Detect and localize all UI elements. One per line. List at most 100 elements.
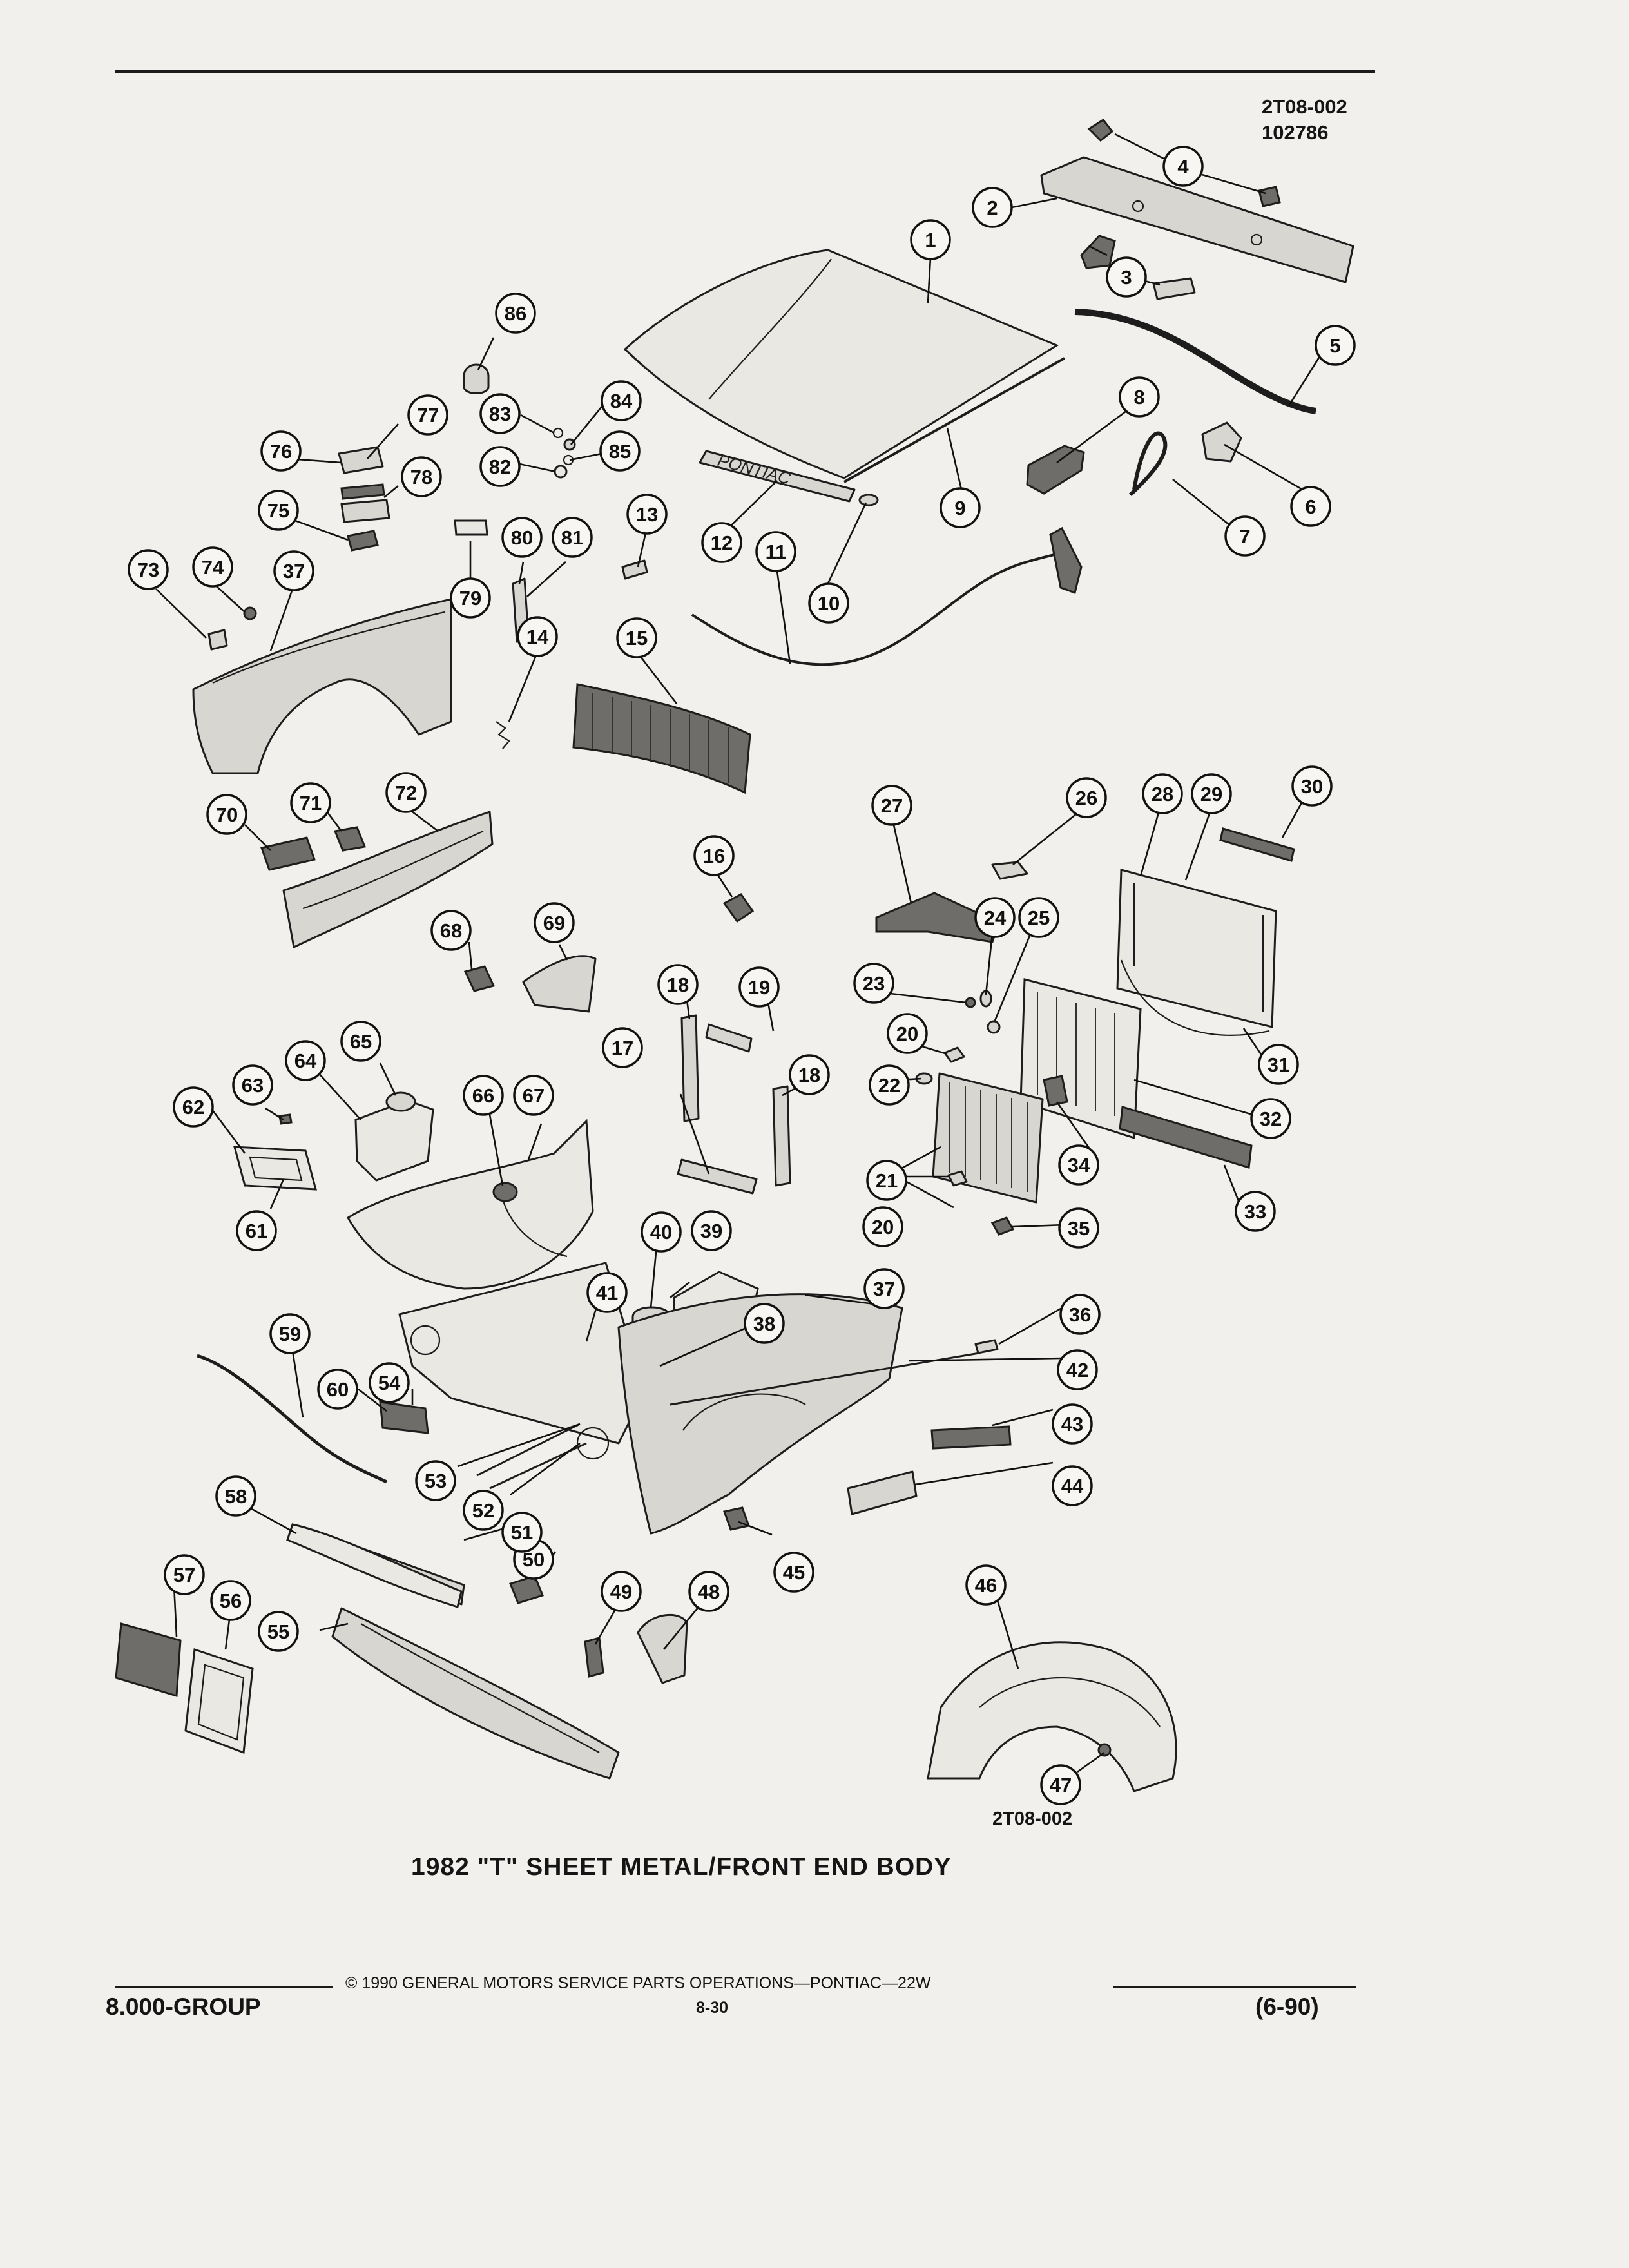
switch-bezel-base bbox=[347, 530, 379, 552]
callout-c84: 84 bbox=[601, 380, 642, 421]
callout-c40: 40 bbox=[641, 1211, 682, 1253]
fender-nut bbox=[243, 606, 257, 620]
callout-c43: 43 bbox=[1052, 1403, 1093, 1445]
radiator-seal-lower bbox=[677, 1158, 758, 1195]
callout-c31: 31 bbox=[1258, 1044, 1299, 1085]
callout-circle bbox=[401, 456, 442, 497]
revision-date: (6-90) bbox=[1255, 1994, 1319, 2020]
callout-number: 78 bbox=[410, 466, 432, 488]
callout-c51: 51 bbox=[501, 1512, 543, 1553]
callout-circle bbox=[641, 1211, 682, 1253]
callout-number: 49 bbox=[610, 1581, 632, 1603]
callout-c69: 69 bbox=[534, 902, 575, 943]
hood-hinge-left bbox=[1080, 235, 1116, 269]
callout-number: 54 bbox=[378, 1372, 401, 1394]
callout-circle bbox=[626, 494, 668, 535]
callout-c48: 48 bbox=[688, 1571, 729, 1612]
callout-c30: 30 bbox=[1291, 765, 1333, 807]
callout-circle bbox=[290, 782, 331, 823]
callout-circle bbox=[415, 1460, 456, 1501]
callout-number: 86 bbox=[505, 302, 526, 325]
callout-number: 10 bbox=[818, 592, 840, 615]
callout-circle bbox=[808, 582, 849, 624]
cowl-vent-panel bbox=[1040, 156, 1354, 284]
wheelhouse-liner bbox=[927, 1641, 1177, 1792]
hood-emblem-plate bbox=[699, 450, 856, 503]
callout-number: 37 bbox=[283, 560, 305, 582]
callout-number: 68 bbox=[440, 919, 462, 942]
cowl-bracket-left bbox=[1087, 119, 1114, 142]
callout-number: 42 bbox=[1066, 1359, 1088, 1381]
callout-number: 70 bbox=[216, 803, 238, 826]
hood-latch-spring bbox=[496, 721, 510, 749]
front-fender-right bbox=[617, 1293, 903, 1535]
callout-c52: 52 bbox=[463, 1490, 504, 1531]
headlamp-bezel-small bbox=[379, 1401, 429, 1434]
callout-c71: 71 bbox=[290, 782, 331, 823]
callout-circle bbox=[1106, 256, 1147, 298]
callout-c83: 83 bbox=[479, 393, 521, 434]
callout-circle bbox=[755, 531, 796, 572]
callout-number: 43 bbox=[1061, 1413, 1083, 1436]
callout-number: 46 bbox=[975, 1574, 997, 1597]
callout-c49: 49 bbox=[601, 1571, 642, 1612]
callout-c61: 61 bbox=[236, 1210, 277, 1251]
callout-c76: 76 bbox=[260, 430, 302, 472]
callout-c6: 6 bbox=[1290, 486, 1331, 527]
callout-number: 72 bbox=[395, 782, 417, 804]
fender-molding-clip bbox=[584, 1637, 604, 1678]
callout-circle bbox=[1258, 1044, 1299, 1085]
callout-c4: 4 bbox=[1162, 146, 1204, 187]
callout-circle bbox=[340, 1021, 381, 1062]
callout-c20a: 20 bbox=[887, 1013, 928, 1054]
callout-circle bbox=[269, 1313, 311, 1354]
callout-number: 62 bbox=[182, 1096, 204, 1119]
callout-circle bbox=[599, 430, 641, 472]
rocker-extension bbox=[847, 1470, 918, 1515]
callout-number: 84 bbox=[610, 390, 633, 412]
callout-number: 37 bbox=[873, 1278, 895, 1300]
callout-number: 67 bbox=[523, 1084, 545, 1107]
radiator-seal-upper bbox=[705, 1023, 753, 1053]
callout-c66: 66 bbox=[463, 1075, 504, 1116]
callout-number: 31 bbox=[1268, 1053, 1289, 1076]
callout-c73: 73 bbox=[128, 549, 169, 590]
hood-hinge-right bbox=[1152, 277, 1196, 300]
callout-number: 20 bbox=[896, 1023, 918, 1045]
callout-c24: 24 bbox=[974, 897, 1016, 938]
radiator-seal-side-right bbox=[772, 1085, 791, 1187]
top-rule bbox=[115, 70, 1375, 73]
callout-circle bbox=[871, 785, 912, 826]
callout-number: 34 bbox=[1068, 1154, 1090, 1177]
callout-number: 17 bbox=[612, 1037, 633, 1059]
callout-circle bbox=[1059, 1294, 1101, 1335]
callout-c39: 39 bbox=[691, 1210, 732, 1251]
callout-circle bbox=[552, 517, 593, 558]
washer-cap-small bbox=[278, 1113, 293, 1125]
fender-marker-lamp bbox=[723, 1506, 750, 1531]
callout-circle bbox=[192, 546, 233, 588]
callout-c60: 60 bbox=[317, 1369, 358, 1410]
callout-c65: 65 bbox=[340, 1021, 381, 1062]
callout-c55: 55 bbox=[258, 1611, 299, 1652]
callout-c35: 35 bbox=[1058, 1207, 1099, 1249]
callout-c72: 72 bbox=[385, 772, 427, 813]
callout-number: 9 bbox=[954, 497, 965, 519]
callout-circle bbox=[1040, 1764, 1081, 1805]
callout-c67: 67 bbox=[513, 1075, 554, 1116]
hood-latch bbox=[1026, 445, 1085, 495]
callout-number: 47 bbox=[1050, 1774, 1072, 1796]
callout-number: 35 bbox=[1068, 1217, 1090, 1240]
callout-circle bbox=[1235, 1191, 1276, 1232]
callout-c37b: 37 bbox=[863, 1268, 905, 1309]
shroud-upper-bracket bbox=[1219, 827, 1295, 862]
callout-circle bbox=[789, 1054, 830, 1095]
callout-circle bbox=[501, 1512, 543, 1553]
switch-pad bbox=[454, 519, 488, 536]
callout-circle bbox=[1142, 773, 1183, 814]
callout-c47: 47 bbox=[1040, 1764, 1081, 1805]
callout-c80: 80 bbox=[501, 517, 543, 558]
callout-circle bbox=[463, 1490, 504, 1531]
radiator-insulator-lower bbox=[947, 1170, 968, 1187]
